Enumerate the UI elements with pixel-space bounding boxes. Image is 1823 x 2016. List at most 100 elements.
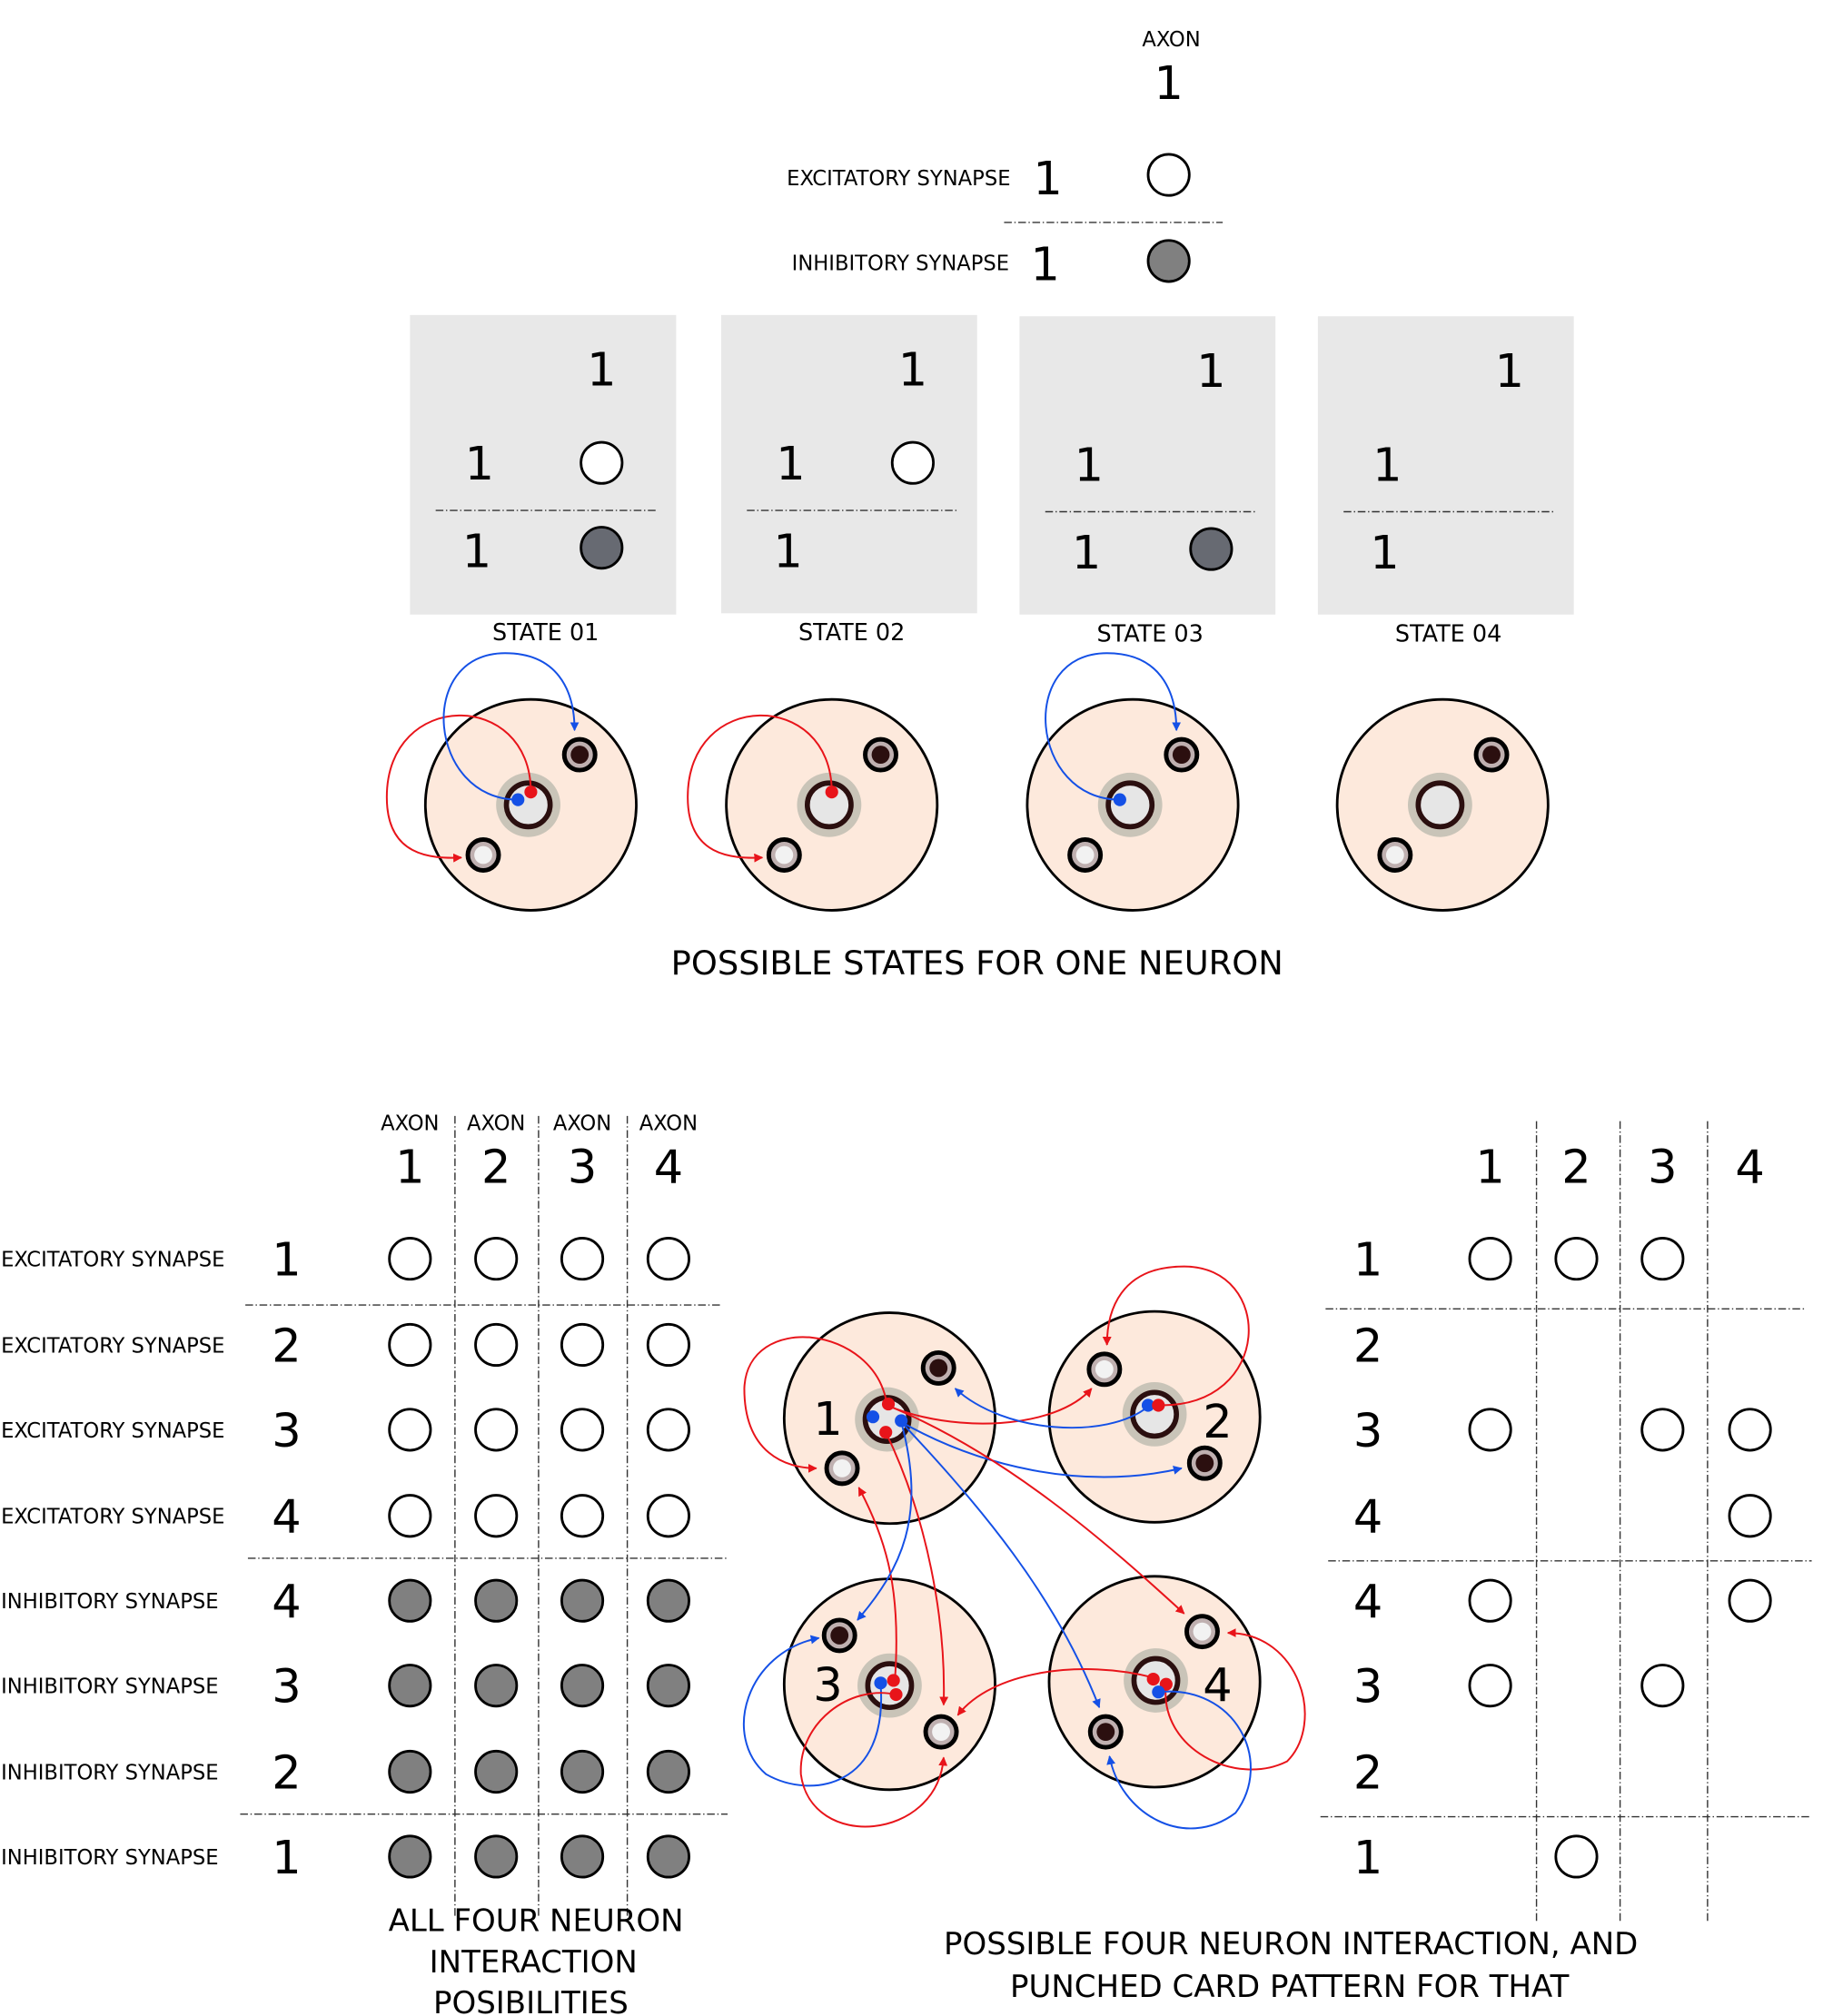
inhibitory-synapse-center bbox=[929, 1359, 948, 1378]
card-column-number: 3 bbox=[1648, 1141, 1677, 1195]
excitatory-connection-arrow bbox=[956, 1668, 1155, 1716]
column-axon-number: 2 bbox=[481, 1141, 510, 1195]
excitatory-hole bbox=[646, 1494, 690, 1538]
inhibitory-signal-dot bbox=[895, 1414, 908, 1428]
excitatory-signal-dot bbox=[524, 786, 538, 799]
inhibitory-signal-dot bbox=[874, 1676, 887, 1690]
excitatory-hole bbox=[388, 1494, 432, 1538]
axon-soma bbox=[1130, 1389, 1179, 1439]
excitatory-hole bbox=[388, 1322, 432, 1368]
excitatory-hole bbox=[474, 1494, 519, 1538]
inhibitory-connection-arrow bbox=[1106, 1690, 1252, 1830]
table-caption-line: ALL FOUR NEURON bbox=[389, 1903, 684, 1940]
excitatory-synapse-center bbox=[932, 1723, 950, 1742]
column-axon-number: 3 bbox=[568, 1141, 597, 1195]
column-axon-label: AXON bbox=[553, 1112, 611, 1136]
states-caption: POSSIBLE STATES FOR ONE NEURON bbox=[671, 944, 1283, 983]
state-axon-number: 1 bbox=[1196, 345, 1225, 399]
inhibitory-hole bbox=[1146, 239, 1191, 283]
excitatory-number: 1 bbox=[1033, 153, 1062, 206]
excitatory-connection-arrow bbox=[887, 1388, 1093, 1425]
excitatory-signal-dot bbox=[879, 1426, 893, 1439]
neuron-number: 4 bbox=[1203, 1659, 1232, 1713]
row-number: 2 bbox=[272, 1746, 301, 1800]
network-neuron-1: 1 bbox=[782, 1311, 996, 1526]
column-axon-label: AXON bbox=[639, 1112, 698, 1136]
card-row-number: 1 bbox=[1353, 1832, 1382, 1885]
excitatory-hole bbox=[474, 1237, 519, 1281]
inhibitory-signal-dot bbox=[1152, 1685, 1165, 1699]
excitatory-signal-dot bbox=[1152, 1398, 1165, 1412]
card-punched-hole bbox=[1468, 1408, 1512, 1452]
state-inhibitory-hole bbox=[580, 526, 624, 570]
state-neuron bbox=[687, 697, 939, 912]
card-punched-hole bbox=[1554, 1237, 1599, 1281]
column-axon-label: AXON bbox=[381, 1112, 439, 1136]
excitatory-hole bbox=[560, 1408, 605, 1452]
row-number: 4 bbox=[272, 1576, 301, 1629]
card-row-number: 1 bbox=[1353, 1233, 1382, 1287]
excitatory-hole bbox=[388, 1237, 432, 1281]
inhibitory-hole bbox=[560, 1749, 605, 1794]
card-row-number: 3 bbox=[1353, 1661, 1382, 1715]
state-label: STATE 04 bbox=[1395, 620, 1501, 647]
excitatory-connection-arrow bbox=[799, 1692, 948, 1828]
row-number: 3 bbox=[272, 1405, 301, 1458]
excitatory-hole bbox=[474, 1408, 519, 1452]
row-number: 3 bbox=[272, 1661, 301, 1715]
excitatory-signal-dot bbox=[889, 1687, 903, 1702]
column-axon-number: 4 bbox=[654, 1141, 683, 1195]
table-caption-line: POSIBILITIES bbox=[433, 1985, 629, 2016]
excitatory-connection-arrow bbox=[887, 1404, 1185, 1615]
inhibitory-hole bbox=[388, 1664, 432, 1708]
inhibitory-hole bbox=[388, 1578, 432, 1623]
excitatory-hole bbox=[646, 1322, 690, 1368]
inhibitory-hole bbox=[646, 1749, 690, 1794]
state-neuron bbox=[385, 652, 638, 912]
state-excitatory-hole bbox=[890, 440, 935, 485]
inhibitory-hole bbox=[560, 1664, 605, 1708]
card-punched-hole bbox=[1640, 1408, 1685, 1452]
row-label: INHIBITORY SYNAPSE bbox=[1, 1590, 218, 1614]
axon-soma bbox=[1105, 780, 1155, 830]
excitatory-synapse-center bbox=[775, 845, 794, 865]
state-inhibitory-hole bbox=[1189, 527, 1233, 571]
excitatory-signal-dot bbox=[881, 1397, 896, 1411]
excitatory-signal-dot bbox=[825, 786, 838, 799]
excitatory-hole bbox=[560, 1322, 605, 1368]
state-excitatory-number: 1 bbox=[1372, 440, 1402, 493]
axon-soma bbox=[862, 1395, 912, 1444]
inhibitory-synapse-center bbox=[1172, 746, 1191, 764]
inhibitory-hole bbox=[474, 1578, 519, 1623]
inhibitory-connection-arrow bbox=[1045, 652, 1182, 801]
inhibitory-synapse-center bbox=[1482, 746, 1501, 764]
state-label: STATE 03 bbox=[1096, 620, 1203, 647]
inhibitory-hole bbox=[646, 1664, 690, 1708]
state-inhibitory-number: 1 bbox=[1370, 527, 1399, 580]
card-punched-hole bbox=[1468, 1237, 1512, 1281]
state-inhibitory-number: 1 bbox=[773, 525, 802, 578]
row-label: EXCITATORY SYNAPSE bbox=[1, 1506, 224, 1529]
row-label: INHIBITORY SYNAPSE bbox=[1, 1761, 218, 1784]
card-caption-line: PUNCHED CARD PATTERN FOR THAT bbox=[1010, 1969, 1570, 2005]
row-number: 2 bbox=[272, 1319, 301, 1373]
column-axon-label: AXON bbox=[467, 1112, 525, 1136]
neuron-number: 1 bbox=[813, 1393, 842, 1447]
state-axon-number: 1 bbox=[1495, 345, 1524, 399]
excitatory-synapse-label: EXCITATORY SYNAPSE bbox=[787, 167, 1010, 191]
card-row-number: 2 bbox=[1353, 1746, 1382, 1800]
excitatory-hole bbox=[646, 1237, 690, 1281]
inhibitory-synapse-center bbox=[570, 746, 590, 764]
inhibitory-signal-dot bbox=[1141, 1398, 1155, 1412]
row-number: 4 bbox=[272, 1491, 301, 1545]
card-row-number: 4 bbox=[1353, 1576, 1382, 1629]
inhibitory-connection-arrow bbox=[743, 1635, 883, 1787]
axon-soma bbox=[804, 780, 854, 830]
inhibitory-connection-arrow bbox=[900, 1421, 1101, 1709]
state-panel bbox=[720, 314, 977, 614]
state-excitatory-number: 1 bbox=[776, 438, 805, 491]
